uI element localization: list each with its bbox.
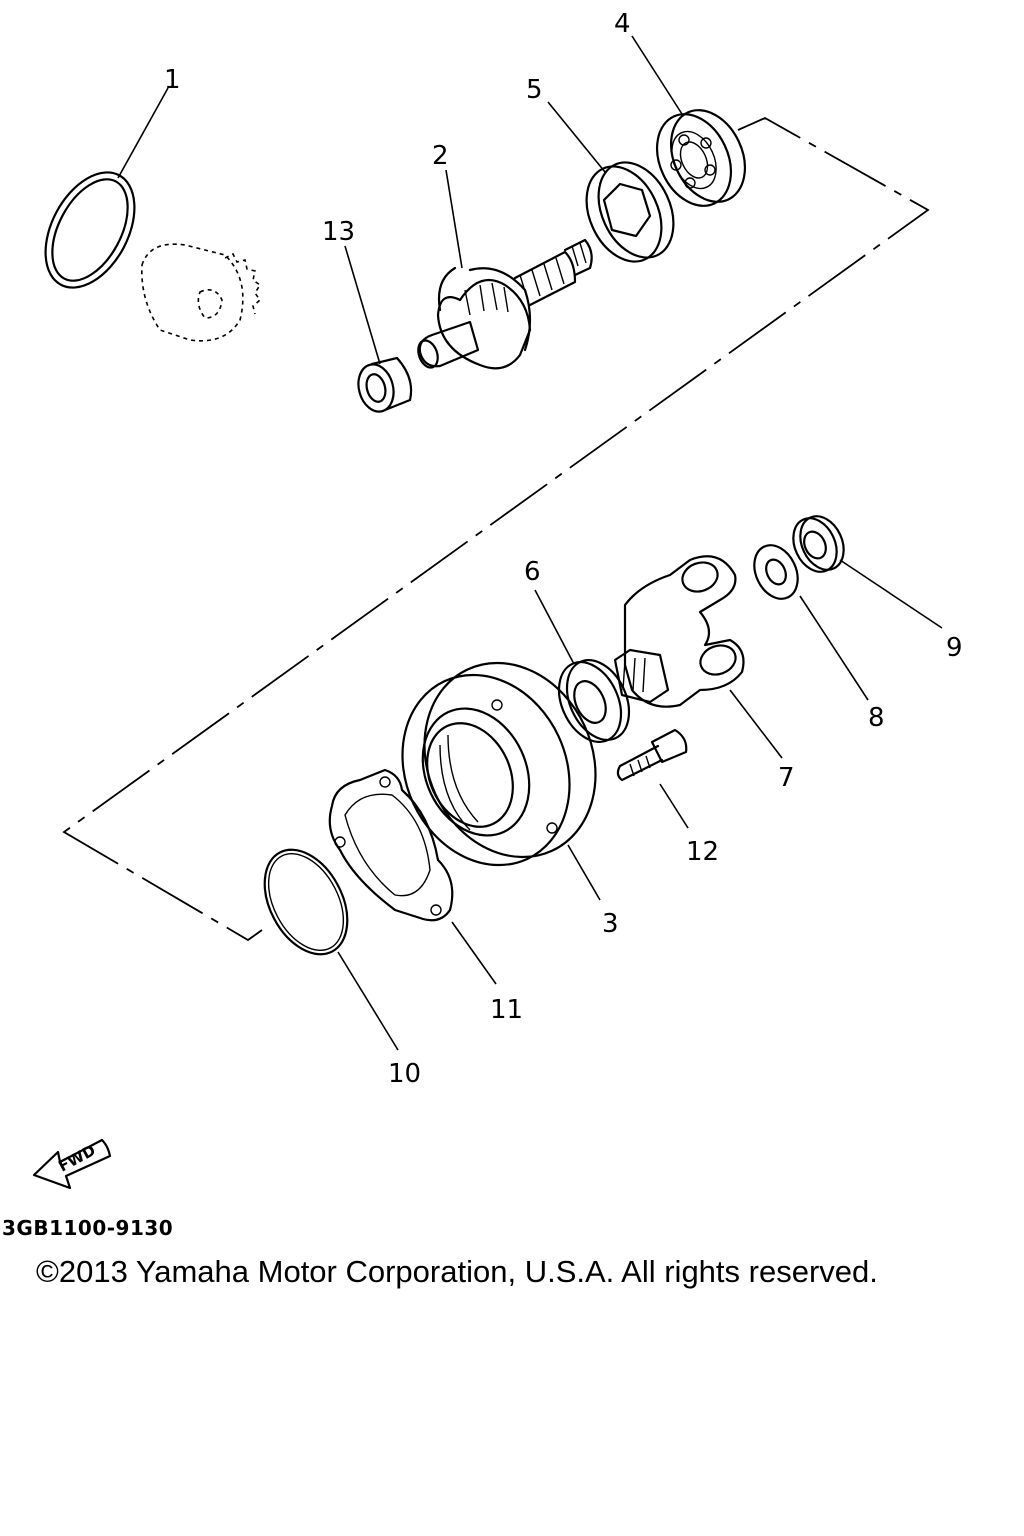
callout-8: 8 xyxy=(868,703,885,733)
callout-4: 4 xyxy=(614,9,631,39)
copyright-notice: ©2013 Yamaha Motor Corporation, U.S.A. A… xyxy=(36,1254,878,1289)
part-9-nut xyxy=(792,515,845,573)
callout-3: 3 xyxy=(602,909,619,939)
callout-1: 1 xyxy=(164,65,181,95)
exploded-parts-diagram: 1 2 13 5 4 6 9 8 7 12 3 11 10 FWD xyxy=(32,9,963,1190)
fwd-arrow-icon: FWD xyxy=(32,1138,112,1190)
part-13-needle-bearing xyxy=(357,356,413,413)
part-11-gasket xyxy=(328,768,454,922)
callout-7: 7 xyxy=(778,763,795,793)
leader-lines xyxy=(117,35,943,1051)
callout-6: 6 xyxy=(524,557,541,587)
part-1-o-ring xyxy=(44,171,136,289)
part-5-oil-seal xyxy=(585,161,675,263)
part-6-oil-seal xyxy=(557,659,631,743)
assembly-frame xyxy=(62,116,930,942)
part-4-ball-bearing xyxy=(656,109,746,207)
callout-13: 13 xyxy=(322,217,355,247)
part-10-o-ring xyxy=(263,848,349,956)
part-3-bearing-housing xyxy=(401,661,597,867)
callout-12: 12 xyxy=(686,837,719,867)
callout-11: 11 xyxy=(490,995,523,1025)
callout-2: 2 xyxy=(432,141,449,171)
callout-5: 5 xyxy=(526,75,543,105)
part-7-yoke xyxy=(613,555,745,708)
part-2-gear-shaft xyxy=(417,238,593,370)
part-12-bolt xyxy=(616,728,688,782)
callout-10: 10 xyxy=(388,1059,421,1089)
part-8-washer xyxy=(753,544,799,600)
diagram-code: 3GB1100-9130 xyxy=(2,1216,174,1240)
callout-9: 9 xyxy=(946,633,963,663)
reference-gear-outline xyxy=(141,243,262,342)
